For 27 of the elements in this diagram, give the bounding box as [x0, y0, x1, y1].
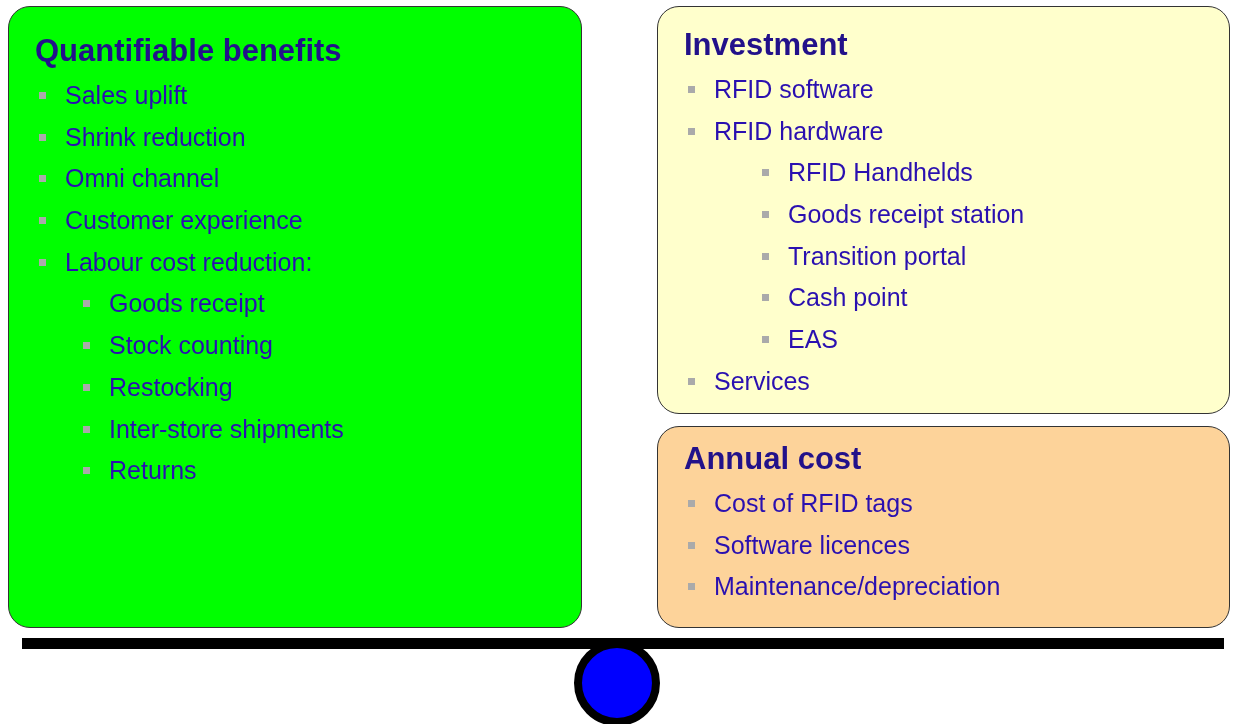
bullet-item: Goods receipt	[79, 283, 265, 326]
bullet-item: Cash point	[758, 277, 908, 320]
bullet-item: Labour cost reduction:	[35, 241, 313, 284]
bullet-item: Services	[684, 360, 810, 403]
panel-heading: Annual cost	[684, 441, 862, 477]
bullet-item: Maintenance/depreciation	[684, 566, 1001, 609]
panel	[657, 426, 1230, 628]
bullet-item: RFID Handhelds	[758, 152, 973, 195]
bullet-item: Sales uplift	[35, 75, 188, 117]
bullet-item: EAS	[758, 319, 839, 361]
bullet-item: Returns	[79, 450, 197, 492]
panel	[8, 6, 582, 628]
bullet-item: Omni channel	[35, 158, 220, 201]
bullet-item: RFID software	[684, 69, 874, 111]
bullet-item: RFID hardware	[684, 110, 884, 153]
bullet-item: Goods receipt station	[758, 194, 1025, 236]
bullet-item: Software licences	[684, 524, 910, 567]
bullet-item: Cost of RFID tags	[684, 483, 913, 525]
panel-heading: Investment	[684, 27, 848, 63]
panel	[657, 6, 1230, 414]
bullet-item: Stock counting	[79, 325, 273, 367]
bullet-item: Restocking	[79, 366, 233, 409]
panel-heading: Quantifiable benefits	[35, 33, 342, 69]
bullet-item: Customer experience	[35, 200, 303, 242]
bullet-item: Transition portal	[758, 235, 967, 278]
bullet-item: Inter-store shipments	[79, 408, 344, 451]
bullet-item: Shrink reduction	[35, 116, 246, 159]
